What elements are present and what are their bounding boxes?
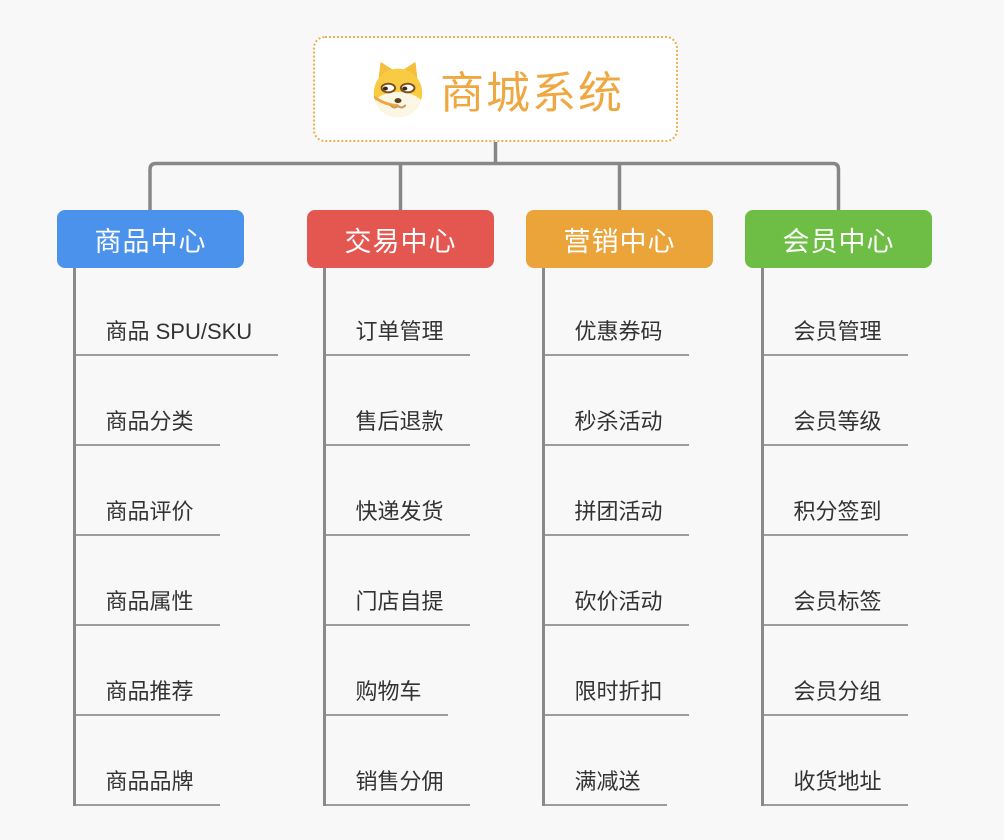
leaf-row: 会员管理 — [763, 268, 933, 356]
leaf-row: 会员等级 — [763, 356, 933, 446]
leaf-row: 商品推荐 — [75, 626, 245, 716]
leaf-row: 拼团活动 — [544, 446, 714, 536]
leaf-node[interactable]: 满减送 — [544, 769, 667, 806]
leaf-row: 商品评价 — [75, 446, 245, 536]
leaf-node[interactable]: 拼团活动 — [544, 499, 689, 536]
leaf-node[interactable]: 销售分佣 — [325, 769, 470, 806]
leaf-node[interactable]: 会员分组 — [763, 679, 908, 716]
leaf-node[interactable]: 秒杀活动 — [544, 409, 689, 446]
leaf-row: 售后退款 — [325, 356, 495, 446]
shiba-dog-icon — [373, 61, 423, 118]
leaf-row: 快递发货 — [325, 446, 495, 536]
leaf-node[interactable]: 门店自提 — [325, 589, 470, 626]
root-node-mall-system[interactable]: 商城系统 — [313, 36, 678, 142]
leaf-row: 会员标签 — [763, 536, 933, 626]
leaf-node[interactable]: 优惠券码 — [544, 319, 689, 356]
leaf-row: 满减送 — [544, 716, 714, 806]
branch-column-member-center: 会员中心 会员管理 会员等级 积分签到 会员标签 会员分组 收货地址 — [745, 210, 932, 806]
leaf-node[interactable]: 商品分类 — [75, 409, 220, 446]
leaf-node[interactable]: 购物车 — [325, 679, 448, 716]
branch-column-product-center: 商品中心 商品 SPU/SKU 商品分类 商品评价 商品属性 商品推荐 商品品牌 — [57, 210, 279, 806]
branch-node-product-center[interactable]: 商品中心 — [57, 210, 244, 268]
branch-node-trade-center[interactable]: 交易中心 — [307, 210, 494, 268]
leaf-row: 秒杀活动 — [544, 356, 714, 446]
branch-children: 订单管理 售后退款 快递发货 门店自提 购物车 销售分佣 — [322, 268, 495, 806]
branch-node-marketing-center[interactable]: 营销中心 — [526, 210, 713, 268]
leaf-node[interactable]: 商品推荐 — [75, 679, 220, 716]
leaf-node[interactable]: 售后退款 — [325, 409, 470, 446]
leaf-node[interactable]: 限时折扣 — [544, 679, 689, 716]
leaf-row: 积分签到 — [763, 446, 933, 536]
bus-line — [148, 161, 841, 210]
branch-children: 会员管理 会员等级 积分签到 会员标签 会员分组 收货地址 — [760, 268, 933, 806]
leaf-row: 购物车 — [325, 626, 495, 716]
leaf-row: 商品 SPU/SKU — [75, 268, 279, 356]
leaf-node[interactable]: 砍价活动 — [544, 589, 689, 626]
leaf-node[interactable]: 商品 SPU/SKU — [75, 319, 279, 356]
leaf-row: 销售分佣 — [325, 716, 495, 806]
leaf-node[interactable]: 快递发货 — [325, 499, 470, 536]
leaf-row: 砍价活动 — [544, 536, 714, 626]
branch-column-marketing-center: 营销中心 优惠券码 秒杀活动 拼团活动 砍价活动 限时折扣 满减送 — [526, 210, 713, 806]
leaf-row: 门店自提 — [325, 536, 495, 626]
leaf-row: 订单管理 — [325, 268, 495, 356]
leaf-node[interactable]: 商品属性 — [75, 589, 220, 626]
branch-node-member-center[interactable]: 会员中心 — [745, 210, 932, 268]
leaf-node[interactable]: 会员管理 — [763, 319, 908, 356]
leaf-row: 会员分组 — [763, 626, 933, 716]
leaf-node[interactable]: 订单管理 — [325, 319, 470, 356]
branch-children: 商品 SPU/SKU 商品分类 商品评价 商品属性 商品推荐 商品品牌 — [72, 268, 279, 806]
leaf-row: 优惠券码 — [544, 268, 714, 356]
leaf-node[interactable]: 会员等级 — [763, 409, 908, 446]
leaf-row: 商品品牌 — [75, 716, 245, 806]
leaf-node[interactable]: 商品评价 — [75, 499, 220, 536]
leaf-node[interactable]: 商品品牌 — [75, 769, 220, 806]
branch-column-trade-center: 交易中心 订单管理 售后退款 快递发货 门店自提 购物车 销售分佣 — [307, 210, 494, 806]
leaf-row: 收货地址 — [763, 716, 933, 806]
leaf-row: 商品属性 — [75, 536, 245, 626]
leaf-row: 限时折扣 — [544, 626, 714, 716]
root-title: 商城系统 — [440, 69, 624, 118]
leaf-row: 商品分类 — [75, 356, 245, 446]
branch-children: 优惠券码 秒杀活动 拼团活动 砍价活动 限时折扣 满减送 — [541, 268, 714, 806]
leaf-node[interactable]: 积分签到 — [763, 499, 908, 536]
leaf-node[interactable]: 会员标签 — [763, 589, 908, 626]
leaf-node[interactable]: 收货地址 — [763, 769, 908, 806]
